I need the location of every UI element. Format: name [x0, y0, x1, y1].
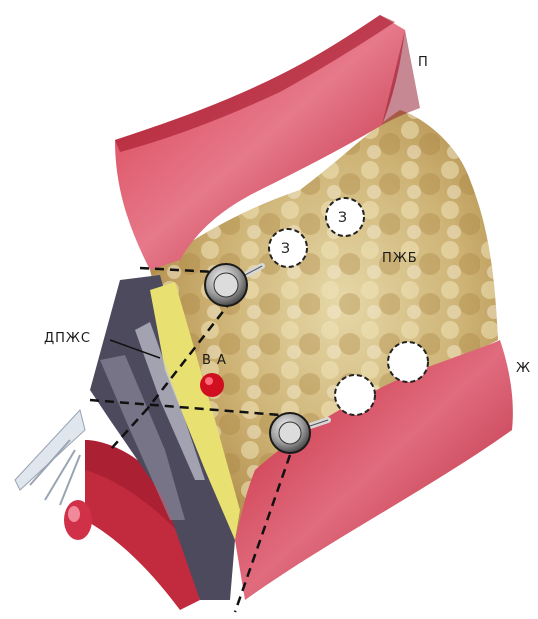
blood-vessel [200, 373, 224, 397]
label-fat-tissue: ПЖБ [382, 251, 418, 266]
target-circle-4 [388, 342, 428, 382]
label-left-layer: ДПЖС [44, 331, 91, 346]
vessel-highlight [205, 377, 213, 385]
label-vessel: В А [202, 353, 227, 368]
nerve-bundle [15, 410, 92, 540]
label-circle-2: З [338, 210, 347, 226]
label-circle-1: З [281, 241, 290, 257]
target-circle-3 [335, 375, 375, 415]
label-bottom-right: Ж [516, 361, 531, 376]
label-top-right: П [418, 55, 429, 70]
